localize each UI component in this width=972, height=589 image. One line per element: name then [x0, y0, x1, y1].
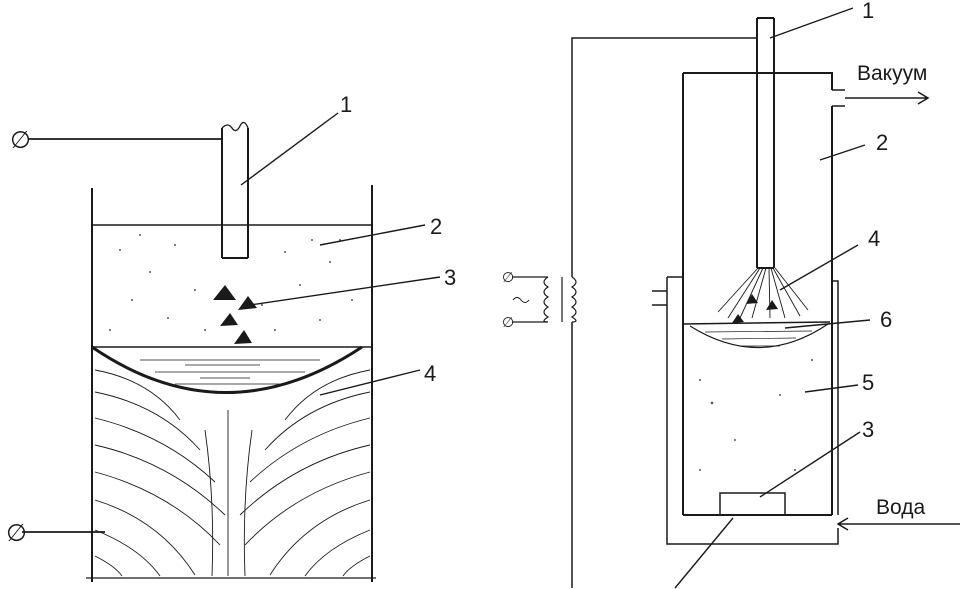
- svg-text:∅: ∅: [502, 315, 514, 331]
- left-electrode-break: [221, 121, 249, 132]
- left-pool-hatching: [140, 359, 320, 385]
- left-label-2: 2: [430, 214, 442, 239]
- right-supply-wire-top: [571, 37, 757, 277]
- chamber-top: [683, 72, 833, 90]
- right-label-4: 4: [868, 226, 880, 251]
- right-electrode: [756, 17, 775, 269]
- right-label-5: 5: [862, 370, 874, 395]
- water-label: Вода: [876, 496, 925, 519]
- melt-pool-boundary: [689, 323, 829, 349]
- right-droplets: [732, 294, 778, 323]
- left-electrode: [221, 128, 249, 259]
- right-label-6: 6: [880, 307, 892, 332]
- left-label-4: 4: [424, 361, 436, 386]
- left-diagram: ∅ ∅ 1 2 3 4: [6, 92, 456, 582]
- right-diagram: ∅ ∅: [502, 0, 960, 589]
- left-leader-lines: [240, 112, 441, 396]
- right-label-3: 3: [862, 417, 874, 442]
- vacuum-label: Вакуум: [857, 62, 927, 85]
- ingot-stipple: [699, 359, 813, 471]
- vacuum-arrow: [845, 91, 930, 105]
- left-metal-pool-boundary: [91, 345, 363, 394]
- left-terminal-top-symbol: ∅: [10, 126, 31, 154]
- left-label-1: 1: [340, 92, 352, 117]
- bottom-plate: [719, 492, 786, 516]
- transformer: ∅ ∅: [502, 270, 577, 331]
- left-ingot-grain-lines: [94, 369, 371, 577]
- right-leader-lines: [674, 7, 871, 589]
- right-label-1: 1: [862, 0, 874, 23]
- water-inlet-arrow: [836, 517, 960, 531]
- right-label-2: 2: [876, 130, 888, 155]
- left-droplets: [213, 285, 257, 344]
- water-jacket-outer: [666, 277, 839, 545]
- ingot-top: [682, 321, 831, 325]
- left-terminal-bottom-symbol: ∅: [6, 519, 27, 547]
- vacuum-port: [832, 89, 845, 107]
- arc-spray-lines: [717, 267, 809, 319]
- water-jacket-right: [832, 280, 839, 515]
- water-outlet: [652, 290, 667, 306]
- svg-text:∅: ∅: [502, 270, 514, 286]
- left-slag-stipple: [109, 234, 353, 331]
- melt-pool-hatching: [704, 330, 813, 347]
- left-label-3: 3: [444, 265, 456, 290]
